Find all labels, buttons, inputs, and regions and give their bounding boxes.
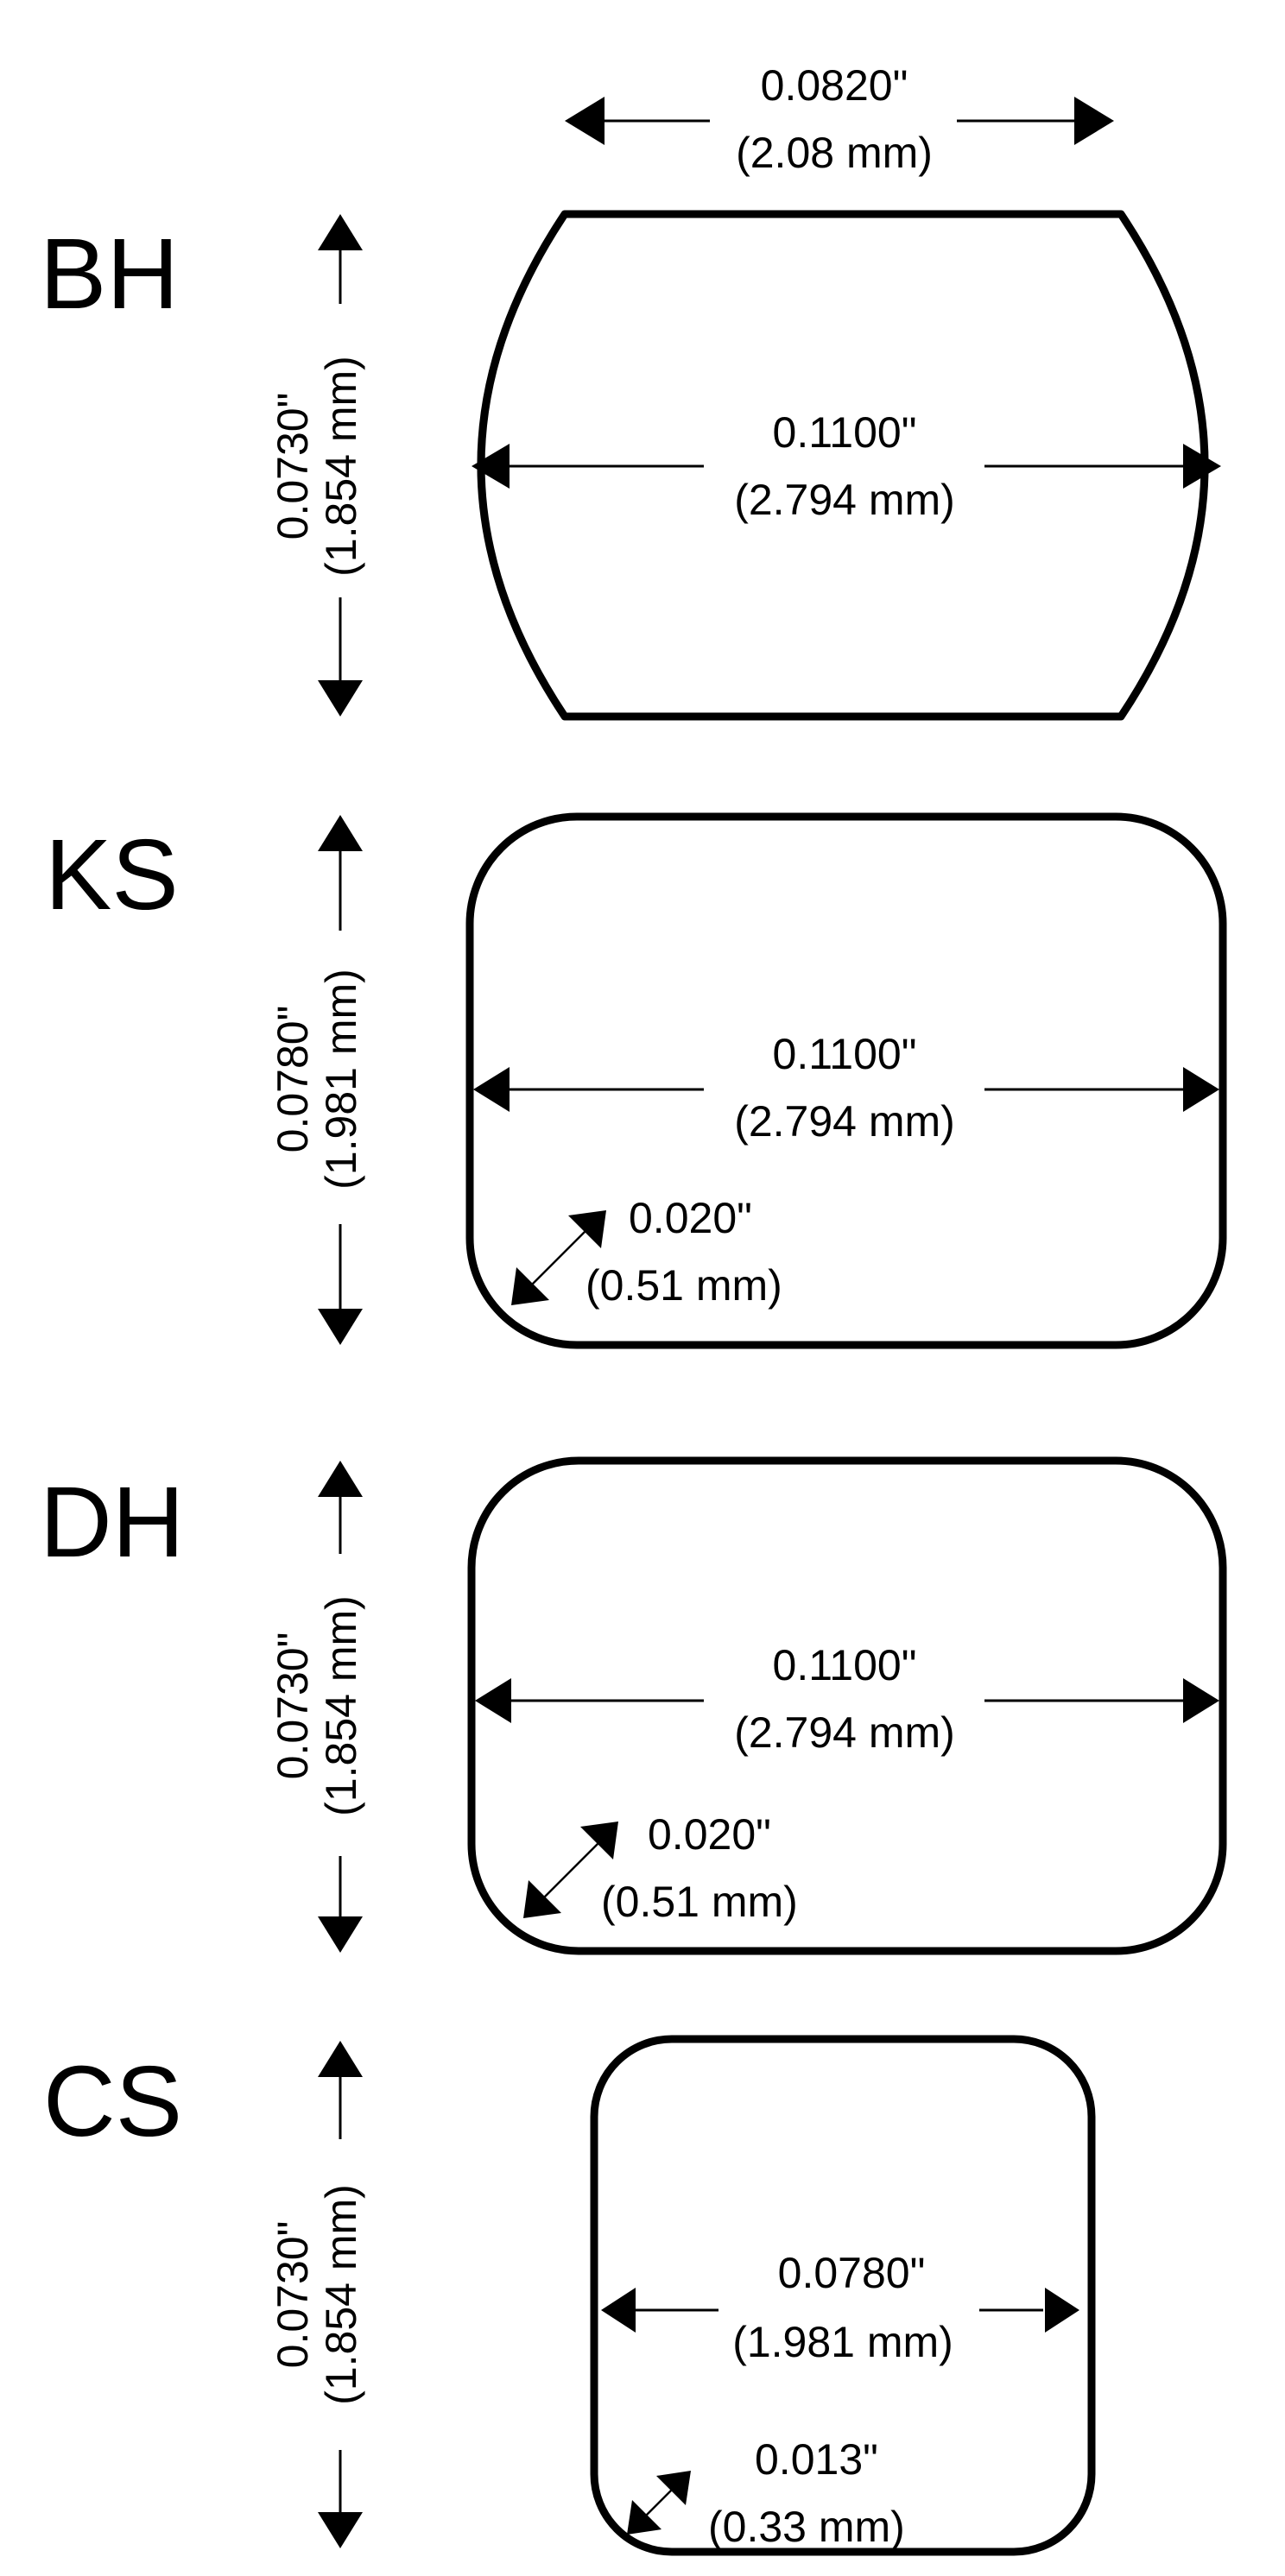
radius-dimension: 0.020" (0.51 mm)	[511, 1194, 782, 1310]
arrowhead-out	[656, 2471, 691, 2505]
dimension-mm: (2.08 mm)	[736, 129, 933, 177]
dimension-inch: 0.1100"	[773, 408, 917, 457]
arrowhead-left	[475, 1678, 511, 1723]
profile-name: CS	[43, 2045, 182, 2157]
arrowhead-down	[318, 1916, 363, 1953]
arrowhead-down	[318, 680, 363, 717]
arrowhead-in	[627, 2500, 661, 2535]
dimension-inch: 0.020"	[648, 1810, 771, 1859]
radius-dimension: 0.020" (0.51 mm)	[523, 1810, 798, 1926]
dimension-inch: 0.1100"	[773, 1641, 917, 1689]
dimension-inch: 0.0730"	[269, 2221, 317, 2369]
profile-name: KS	[45, 818, 179, 931]
dimension-line	[642, 2485, 676, 2520]
bullet-outline	[477, 210, 1209, 721]
arrowhead-up	[318, 2041, 363, 2077]
arrowhead-left	[473, 1067, 510, 1112]
dimension-mm: (0.51 mm)	[601, 1878, 798, 1926]
profile-name: DH	[40, 1466, 185, 1578]
profile-name: BH	[40, 218, 179, 330]
arrowhead-in	[523, 1880, 561, 1918]
arrowhead-out	[580, 1822, 618, 1859]
radius-dimension: 0.013" (0.33 mm)	[627, 2435, 905, 2551]
arrowhead-in	[511, 1267, 549, 1305]
arrowhead-right	[1183, 444, 1221, 489]
profile-cs: CS 0.0730" (1.854 mm) 0.0780" (1.981 mm)	[43, 2035, 1096, 2556]
dimension-mm: (2.794 mm)	[734, 1708, 955, 1757]
dimension-mm: (2.794 mm)	[734, 476, 955, 524]
height-dimension: 0.0730" (1.854 mm)	[269, 2041, 365, 2548]
profile-bh: BH 0.0820" (2.08 mm) 0.0730" (1.854 mm)	[40, 61, 1221, 721]
dimension-inch: 0.1100"	[773, 1030, 917, 1078]
dimension-mm: (1.981 mm)	[732, 2318, 953, 2366]
dimension-inch: 0.020"	[629, 1194, 752, 1242]
dimension-inch: 0.0820"	[761, 61, 908, 110]
arrowhead-right	[1045, 2288, 1079, 2333]
width-dimension: 0.1100" (2.794 mm)	[472, 408, 1221, 524]
arrowhead-up	[318, 214, 363, 250]
bullet-outline	[467, 1456, 1227, 1955]
arrowhead-left	[472, 444, 510, 489]
height-dimension: 0.0730" (1.854 mm)	[269, 1461, 365, 1953]
width-dimension: 0.1100" (2.794 mm)	[475, 1641, 1219, 1757]
arrowhead-right	[1074, 97, 1114, 145]
width-dimension: 0.0780" (1.981 mm)	[601, 2249, 1079, 2366]
dimension-inch: 0.0780"	[778, 2249, 926, 2297]
dimension-inch: 0.0780"	[269, 1006, 317, 1153]
bullet-outline	[465, 812, 1227, 1349]
dimension-mm: (0.33 mm)	[708, 2503, 905, 2551]
top-width-dimension: 0.0820" (2.08 mm)	[565, 61, 1114, 177]
dimension-mm: (0.51 mm)	[586, 1261, 782, 1310]
arrowhead-left	[601, 2288, 636, 2333]
dimension-mm: (1.854 mm)	[317, 2184, 365, 2405]
arrowhead-right	[1183, 1678, 1219, 1723]
arrowhead-up	[318, 815, 363, 851]
arrowhead-up	[318, 1461, 363, 1497]
profile-ks: KS 0.0780" (1.981 mm) 0.1100" (2.794 mm)	[45, 812, 1227, 1349]
dimension-inch: 0.013"	[755, 2435, 878, 2484]
arrowhead-right	[1183, 1067, 1219, 1112]
arrowhead-left	[565, 97, 605, 145]
dimension-inch: 0.0730"	[269, 1632, 317, 1780]
arrowhead-out	[568, 1210, 606, 1248]
dimension-inch: 0.0730"	[269, 393, 317, 540]
width-dimension: 0.1100" (2.794 mm)	[473, 1030, 1219, 1146]
dimension-line	[528, 1227, 590, 1289]
height-dimension: 0.0730" (1.854 mm)	[269, 214, 365, 717]
dimension-line	[541, 1840, 602, 1900]
dimension-mm: (1.854 mm)	[317, 356, 365, 577]
arrowhead-down	[318, 1309, 363, 1345]
dimension-mm: (1.981 mm)	[317, 969, 365, 1190]
profile-dh: DH 0.0730" (1.854 mm) 0.1100" (2.794 mm)	[40, 1456, 1227, 1955]
dimension-mm: (1.854 mm)	[317, 1595, 365, 1816]
bullet-outline	[590, 2035, 1096, 2556]
height-dimension: 0.0780" (1.981 mm)	[269, 815, 365, 1345]
arrowhead-down	[318, 2512, 363, 2548]
dimension-mm: (2.794 mm)	[734, 1097, 955, 1146]
